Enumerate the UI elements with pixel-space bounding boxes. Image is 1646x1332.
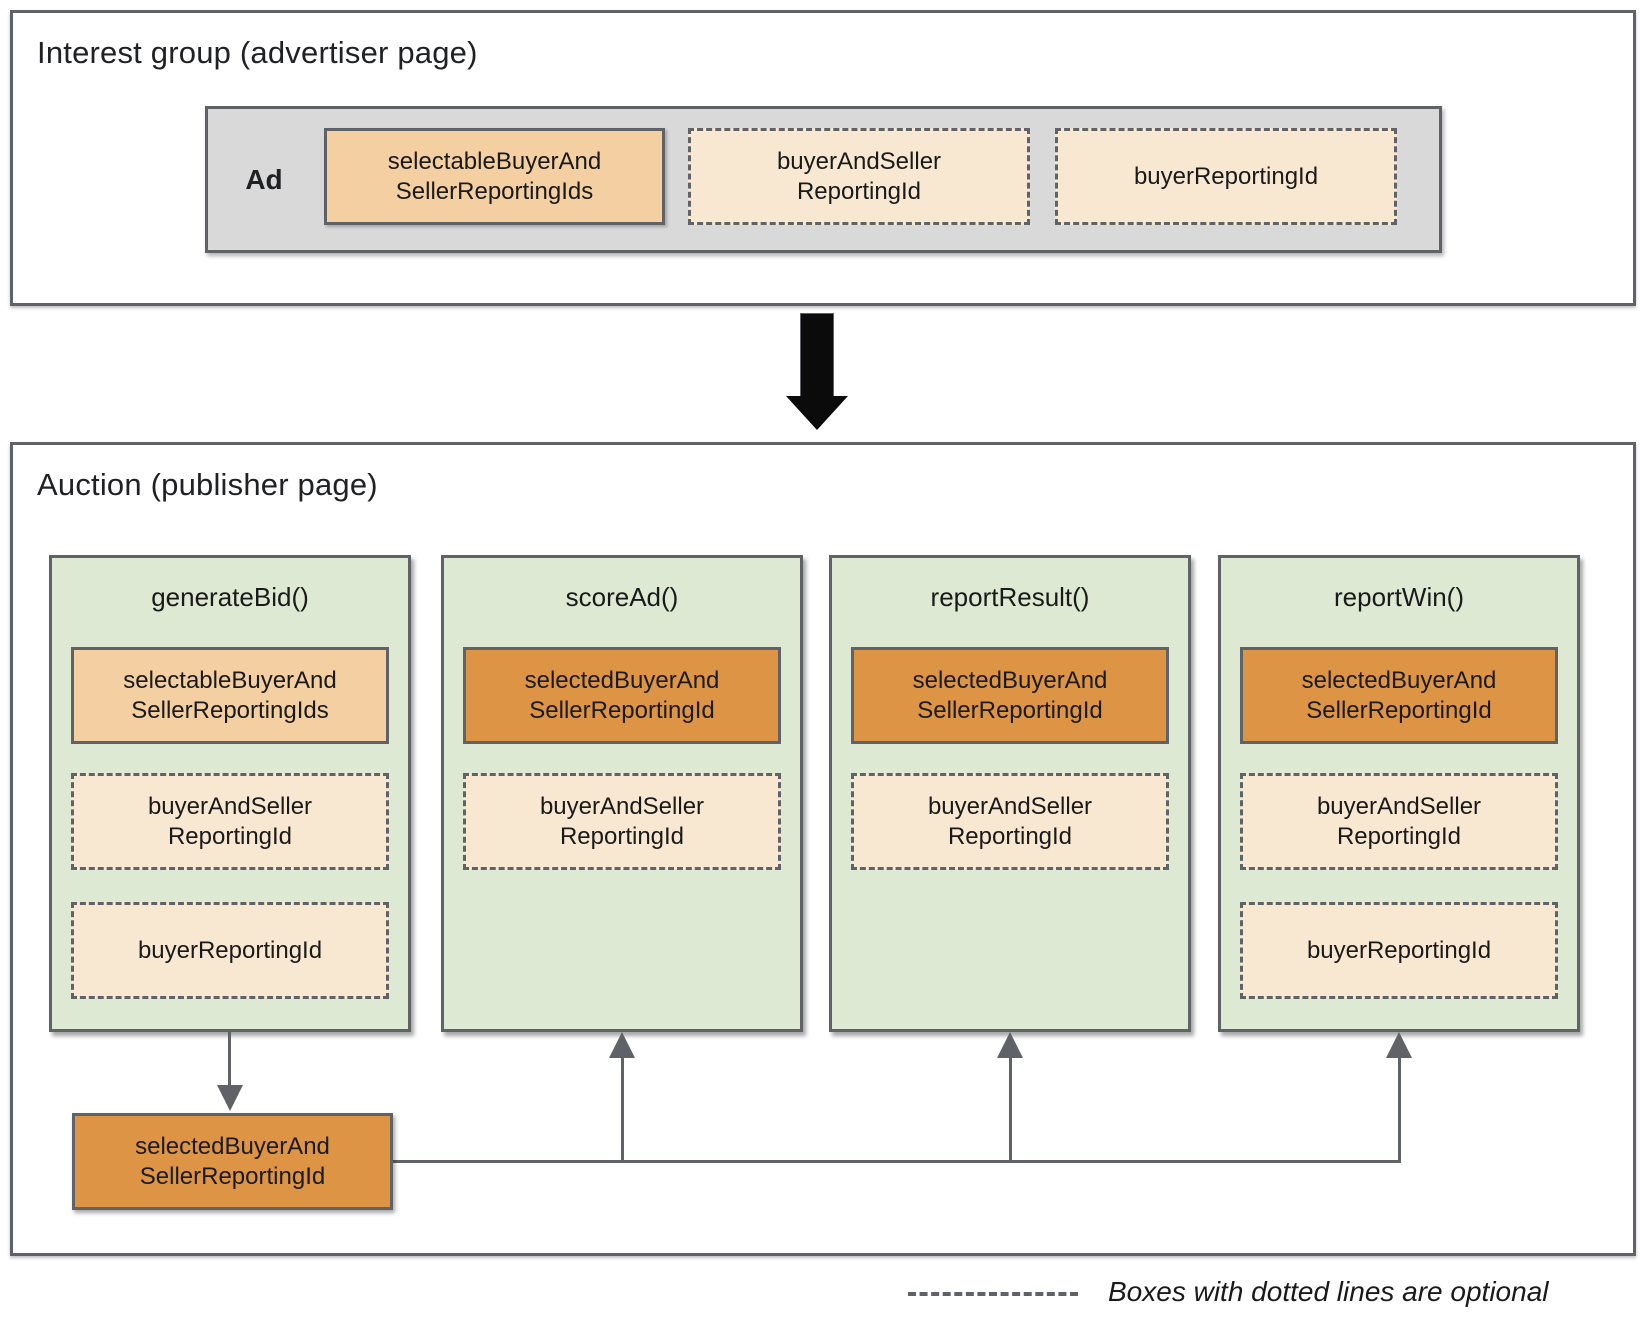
connector-generate-bid-to-output-line bbox=[228, 1032, 231, 1087]
generate-bid-buyer-reporting-id-box: buyerReportingId bbox=[71, 902, 389, 999]
column-score-ad: scoreAd() selectedBuyerAnd SellerReporti… bbox=[441, 555, 803, 1032]
ad-container: Ad selectableBuyerAnd SellerReportingIds… bbox=[205, 106, 1442, 253]
column-generate-bid-title: generateBid() bbox=[151, 582, 309, 612]
column-report-result-title: reportResult() bbox=[930, 582, 1090, 612]
connector-output-horizontal-line bbox=[393, 1160, 1401, 1163]
column-report-win: reportWin() selectedBuyerAnd SellerRepor… bbox=[1218, 555, 1580, 1032]
report-win-selected-buyer-and-seller-reporting-id-box: selectedBuyerAnd SellerReportingId bbox=[1240, 647, 1558, 744]
column-report-win-title: reportWin() bbox=[1333, 582, 1464, 612]
connector-output-to-report-result-line bbox=[1009, 1057, 1012, 1163]
auction-section: Auction (publisher page) generateBid() s… bbox=[10, 442, 1636, 1256]
column-generate-bid: generateBid() selectableBuyerAnd SellerR… bbox=[49, 555, 411, 1032]
score-ad-selected-buyer-and-seller-reporting-id-box: selectedBuyerAnd SellerReportingId bbox=[463, 647, 781, 744]
generate-bid-buyer-and-seller-reporting-id-box: buyerAndSeller ReportingId bbox=[71, 773, 389, 870]
connector-down-arrowhead-icon bbox=[217, 1085, 243, 1111]
chip-buyer-reporting-id: buyerReportingId bbox=[1055, 128, 1397, 225]
column-report-result: reportResult() selectedBuyerAnd SellerRe… bbox=[829, 555, 1191, 1032]
auction-title: Auction (publisher page) bbox=[37, 467, 378, 502]
report-result-buyer-and-seller-reporting-id-box: buyerAndSeller ReportingId bbox=[851, 773, 1169, 870]
connector-output-to-report-win-line bbox=[1398, 1057, 1401, 1163]
legend-dashed-line-icon bbox=[908, 1292, 1078, 1296]
ad-label: Ad bbox=[245, 163, 283, 195]
chip-buyer-and-seller-reporting-id: buyerAndSeller ReportingId bbox=[688, 128, 1030, 225]
score-ad-buyer-and-seller-reporting-id-box: buyerAndSeller ReportingId bbox=[463, 773, 781, 870]
report-win-buyer-and-seller-reporting-id-box: buyerAndSeller ReportingId bbox=[1240, 773, 1558, 870]
generate-bid-selectable-buyer-and-seller-reporting-ids-box: selectableBuyerAnd SellerReportingIds bbox=[71, 647, 389, 744]
column-score-ad-title: scoreAd() bbox=[565, 582, 679, 612]
flow-down-arrowhead-icon bbox=[786, 396, 848, 430]
connector-output-to-score-ad-line bbox=[621, 1057, 624, 1163]
interest-group-section: Interest group (advertiser page) Ad sele… bbox=[10, 10, 1636, 306]
interest-group-title: Interest group (advertiser page) bbox=[37, 35, 478, 70]
chip-selectable-buyer-and-seller-reporting-ids: selectableBuyerAnd SellerReportingIds bbox=[324, 128, 665, 225]
flow-down-arrow-icon bbox=[800, 313, 834, 397]
selected-buyer-and-seller-reporting-id-output-box: selectedBuyerAnd SellerReportingId bbox=[72, 1113, 393, 1210]
legend-text: Boxes with dotted lines are optional bbox=[1108, 1276, 1549, 1307]
report-win-buyer-reporting-id-box: buyerReportingId bbox=[1240, 902, 1558, 999]
report-result-selected-buyer-and-seller-reporting-id-box: selectedBuyerAnd SellerReportingId bbox=[851, 647, 1169, 744]
connector-up-arrowhead-report-win-icon bbox=[1386, 1032, 1412, 1058]
connector-up-arrowhead-score-ad-icon bbox=[609, 1032, 635, 1058]
connector-up-arrowhead-report-result-icon bbox=[997, 1032, 1023, 1058]
